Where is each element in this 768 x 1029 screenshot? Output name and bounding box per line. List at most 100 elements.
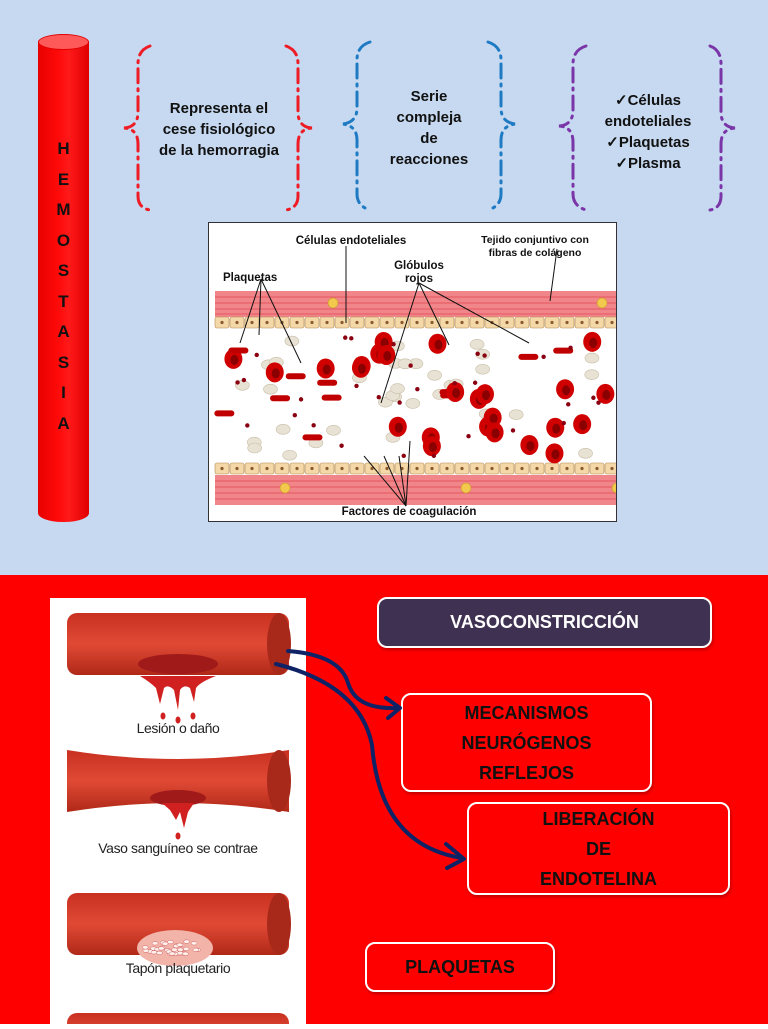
title-vertical: H E M O S T A S I A xyxy=(38,134,89,439)
title-letter: A xyxy=(57,322,70,341)
coagulation-factor xyxy=(472,380,478,385)
coagulation-factor xyxy=(566,402,571,407)
title-letter: A xyxy=(57,413,70,433)
title-letter: M xyxy=(56,200,71,219)
stage-caption-plug: Tapón plaquetario xyxy=(125,960,231,976)
bottom-section: Lesión o daño Vaso sanguíneo se contrae … xyxy=(0,575,768,1029)
label-endothelial-cells: Células endoteliales xyxy=(295,235,407,247)
platelet xyxy=(475,363,490,375)
label-red-blood-cells: Glóbulos rojos xyxy=(394,260,444,285)
vessel-stages-illustration xyxy=(67,613,291,1029)
red-blood-cell xyxy=(285,373,306,380)
red-blood-cell xyxy=(214,410,235,417)
coagulation-factor xyxy=(408,363,413,368)
hemostasia-cylinder: H E M O S T A S I A xyxy=(38,34,89,530)
platelet xyxy=(584,369,600,380)
coagulation-factor xyxy=(591,395,596,400)
leader-lines xyxy=(239,246,558,507)
coagulation-factor xyxy=(596,400,601,405)
red-blood-cell xyxy=(302,434,323,441)
platelet xyxy=(275,423,291,435)
stage-caption-constriction: Vaso sanguíneo se contrae xyxy=(98,840,258,856)
coagulation-factor xyxy=(343,335,348,340)
vessel-injured xyxy=(67,613,291,724)
endothelial-layer-top xyxy=(214,316,616,329)
definition-1: Representa el cese fisiológico de la hem… xyxy=(158,100,280,159)
coagulation-factor xyxy=(298,397,304,402)
arrowhead-endothelin xyxy=(444,842,466,870)
platelet xyxy=(247,442,262,454)
title-letter: O xyxy=(56,230,71,250)
coagulation-factor xyxy=(541,354,546,359)
coagulation-factor xyxy=(397,400,402,405)
coagulation-factor xyxy=(475,351,480,357)
label-connective-tissue: Tejido conjuntivo con fibras de colágeno xyxy=(481,234,589,259)
platelet xyxy=(284,335,300,347)
coagulation-factor xyxy=(466,433,471,439)
coagulation-factor xyxy=(431,453,437,458)
platelets-box: PLAQUETAS xyxy=(365,942,555,992)
title-letter: H xyxy=(57,139,70,158)
endothelial-layer-bottom xyxy=(214,462,616,475)
nerve-cell xyxy=(596,297,608,309)
platelet xyxy=(282,449,297,461)
nerve-cell xyxy=(327,297,339,309)
coagulation-factor xyxy=(415,386,420,392)
vasoconstriction-box: VASOCONSTRICCIÓN xyxy=(377,597,712,648)
blood-cells xyxy=(214,331,615,464)
red-blood-cell xyxy=(321,394,342,401)
coagulation-factor xyxy=(292,413,298,418)
label-coagulation-factors: Factores de coagulación xyxy=(341,506,477,518)
red-blood-cell xyxy=(518,353,539,360)
platelet xyxy=(427,370,442,381)
coagulation-factor xyxy=(510,428,516,433)
coagulation-factor xyxy=(391,342,396,347)
coagulation-factor xyxy=(349,336,354,341)
title-letter: I xyxy=(61,383,66,402)
connective-tissue-top xyxy=(215,291,616,317)
top-section: H E M O S T A S I A Representa el cese f… xyxy=(0,0,768,575)
platelet xyxy=(469,339,485,350)
neurogenic-mechanisms-box: MECANISMOS NEURÓGENOS REFLEJOS xyxy=(401,693,652,792)
coagulation-factor xyxy=(452,381,457,386)
vessel-platelet-plug xyxy=(67,893,291,966)
platelet xyxy=(263,383,278,395)
vessel-constricted xyxy=(67,750,291,840)
platelet xyxy=(326,425,341,436)
definition-3: ✓Células endoteliales ✓Plaquetas ✓Plasma xyxy=(604,92,692,172)
coagulation-factor xyxy=(568,345,573,350)
stage-caption-injury: Lesión o daño xyxy=(136,720,220,736)
nerve-cell xyxy=(279,482,291,494)
platelet xyxy=(508,409,524,420)
vessel-partial xyxy=(67,1013,289,1029)
coagulation-factor xyxy=(245,423,250,428)
vessel-illustration xyxy=(214,246,616,507)
red-blood-cell xyxy=(228,347,249,354)
coagulation-factor xyxy=(482,353,487,358)
coagulation-factor xyxy=(254,352,259,358)
platelet xyxy=(390,383,405,394)
label-platelets: Plaquetas xyxy=(223,272,278,284)
red-blood-cell xyxy=(553,347,574,354)
title-letter: T xyxy=(58,291,69,311)
coagulation-factor xyxy=(311,423,316,428)
red-blood-cell xyxy=(317,379,338,386)
blood-vessel-diagram: Células endoteliales Tejido conjuntivo c… xyxy=(208,222,617,522)
definition-2: Serie compleja de reacciones xyxy=(389,88,469,168)
title-letter: E xyxy=(57,169,70,189)
coagulation-factor xyxy=(376,395,381,400)
coagulation-factor xyxy=(561,420,566,426)
red-blood-cell xyxy=(270,395,291,402)
vessel-stages-image: Lesión o daño Vaso sanguíneo se contrae … xyxy=(50,598,306,1029)
nerve-cell xyxy=(460,482,472,494)
nerve-cell xyxy=(611,482,616,494)
endothelin-release-box: LIBERACIÓN DE ENDOTELINA xyxy=(467,802,730,895)
coagulation-factor xyxy=(235,380,240,385)
connective-tissue-bottom xyxy=(215,475,616,505)
title-letter: S xyxy=(57,261,70,280)
coagulation-factor xyxy=(241,377,247,383)
title-letter: S xyxy=(57,352,70,372)
platelet xyxy=(584,352,600,364)
coagulation-factor xyxy=(354,383,359,389)
coagulation-factor xyxy=(339,443,344,448)
